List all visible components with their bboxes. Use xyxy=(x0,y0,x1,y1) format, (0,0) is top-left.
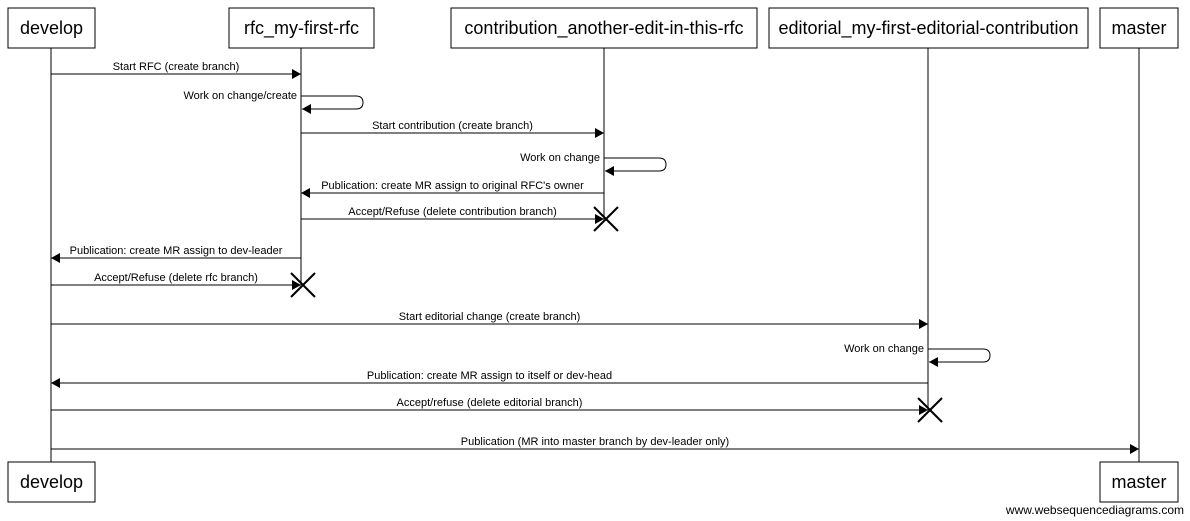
destroy-x-icon xyxy=(593,206,619,232)
participant-box xyxy=(7,461,96,503)
message-8: Accept/Refuse (delete rfc branch) xyxy=(51,272,316,298)
participant-box xyxy=(228,7,375,49)
arrow-head xyxy=(605,166,614,176)
participant-box xyxy=(768,7,1089,49)
participant-bottom-develop: develop xyxy=(7,461,96,503)
participant-top-contribution: contribution_another-edit-in-this-rfc xyxy=(450,7,758,49)
message-label: Work on change xyxy=(520,152,600,164)
message-label: Work on change xyxy=(844,343,924,355)
participant-box xyxy=(1099,7,1179,49)
message-label: Publication: create MR assign to origina… xyxy=(321,180,584,192)
message-label: Accept/Refuse (delete rfc branch) xyxy=(94,272,258,284)
message-label: Start RFC (create branch) xyxy=(113,61,240,73)
message-10: Work on change xyxy=(844,343,991,367)
destroy-x-icon xyxy=(917,397,943,423)
participant-box xyxy=(450,7,758,49)
self-message-line xyxy=(928,348,991,363)
messages: Start RFC (create branch) Work on change/… xyxy=(51,61,1139,454)
participant-top-master: master xyxy=(1099,7,1179,49)
arrow-head xyxy=(919,319,928,329)
message-3: Start contribution (create branch) xyxy=(301,120,604,138)
participant-box xyxy=(7,7,96,49)
arrow-head xyxy=(51,378,60,388)
message-label: Publication: create MR assign to itself … xyxy=(367,370,612,382)
participant-label: master xyxy=(1111,472,1166,492)
message-9: Start editorial change (create branch) xyxy=(51,311,928,329)
arrow-head xyxy=(302,104,311,114)
message-6: Accept/Refuse (delete contribution branc… xyxy=(301,206,619,232)
participant-label: editorial_my-first-editorial-contributio… xyxy=(778,18,1078,39)
destroy-x-icon xyxy=(290,272,316,298)
participant-label: contribution_another-edit-in-this-rfc xyxy=(464,18,743,39)
message-1: Start RFC (create branch) xyxy=(51,61,301,79)
message-12: Accept/refuse (delete editorial branch) xyxy=(51,397,943,423)
participant-label: develop xyxy=(20,18,83,38)
message-label: Publication (MR into master branch by de… xyxy=(461,436,729,448)
participant-label: master xyxy=(1111,18,1166,38)
participant-box xyxy=(1099,461,1179,503)
arrow-head xyxy=(1130,444,1139,454)
arrow-head xyxy=(292,69,301,79)
message-7: Publication: create MR assign to dev-lea… xyxy=(51,245,301,263)
participant-top-rfc: rfc_my-first-rfc xyxy=(228,7,375,49)
participant-label: rfc_my-first-rfc xyxy=(244,18,359,39)
arrow-head xyxy=(301,188,310,198)
message-label: Start editorial change (create branch) xyxy=(399,311,581,323)
message-13: Publication (MR into master branch by de… xyxy=(51,436,1139,454)
arrow-head xyxy=(595,128,604,138)
message-5: Publication: create MR assign to origina… xyxy=(301,180,604,198)
participant-top-editorial: editorial_my-first-editorial-contributio… xyxy=(768,7,1089,49)
watermark-text: www.websequencediagrams.com xyxy=(1005,503,1184,517)
participants: develop rfc_my-first-rfc contribution_anot… xyxy=(7,7,1179,503)
message-label: Work on change/create xyxy=(183,90,297,102)
self-message-line xyxy=(604,157,667,172)
arrow-head xyxy=(292,280,301,290)
participant-top-develop: develop xyxy=(7,7,96,49)
participant-label: develop xyxy=(20,472,83,492)
arrow-head xyxy=(929,357,938,367)
message-11: Publication: create MR assign to itself … xyxy=(51,370,928,388)
participant-bottom-master: master xyxy=(1099,461,1179,503)
message-label: Accept/refuse (delete editorial branch) xyxy=(397,397,583,409)
self-message-line xyxy=(301,95,364,110)
message-4: Work on change xyxy=(520,152,667,176)
message-2: Work on change/create xyxy=(183,90,364,114)
arrow-head xyxy=(51,253,60,263)
message-label: Accept/Refuse (delete contribution branc… xyxy=(348,206,557,218)
arrow-head xyxy=(595,214,604,224)
message-label: Publication: create MR assign to dev-lea… xyxy=(70,245,283,257)
message-label: Start contribution (create branch) xyxy=(372,120,533,132)
arrow-head xyxy=(919,405,928,415)
